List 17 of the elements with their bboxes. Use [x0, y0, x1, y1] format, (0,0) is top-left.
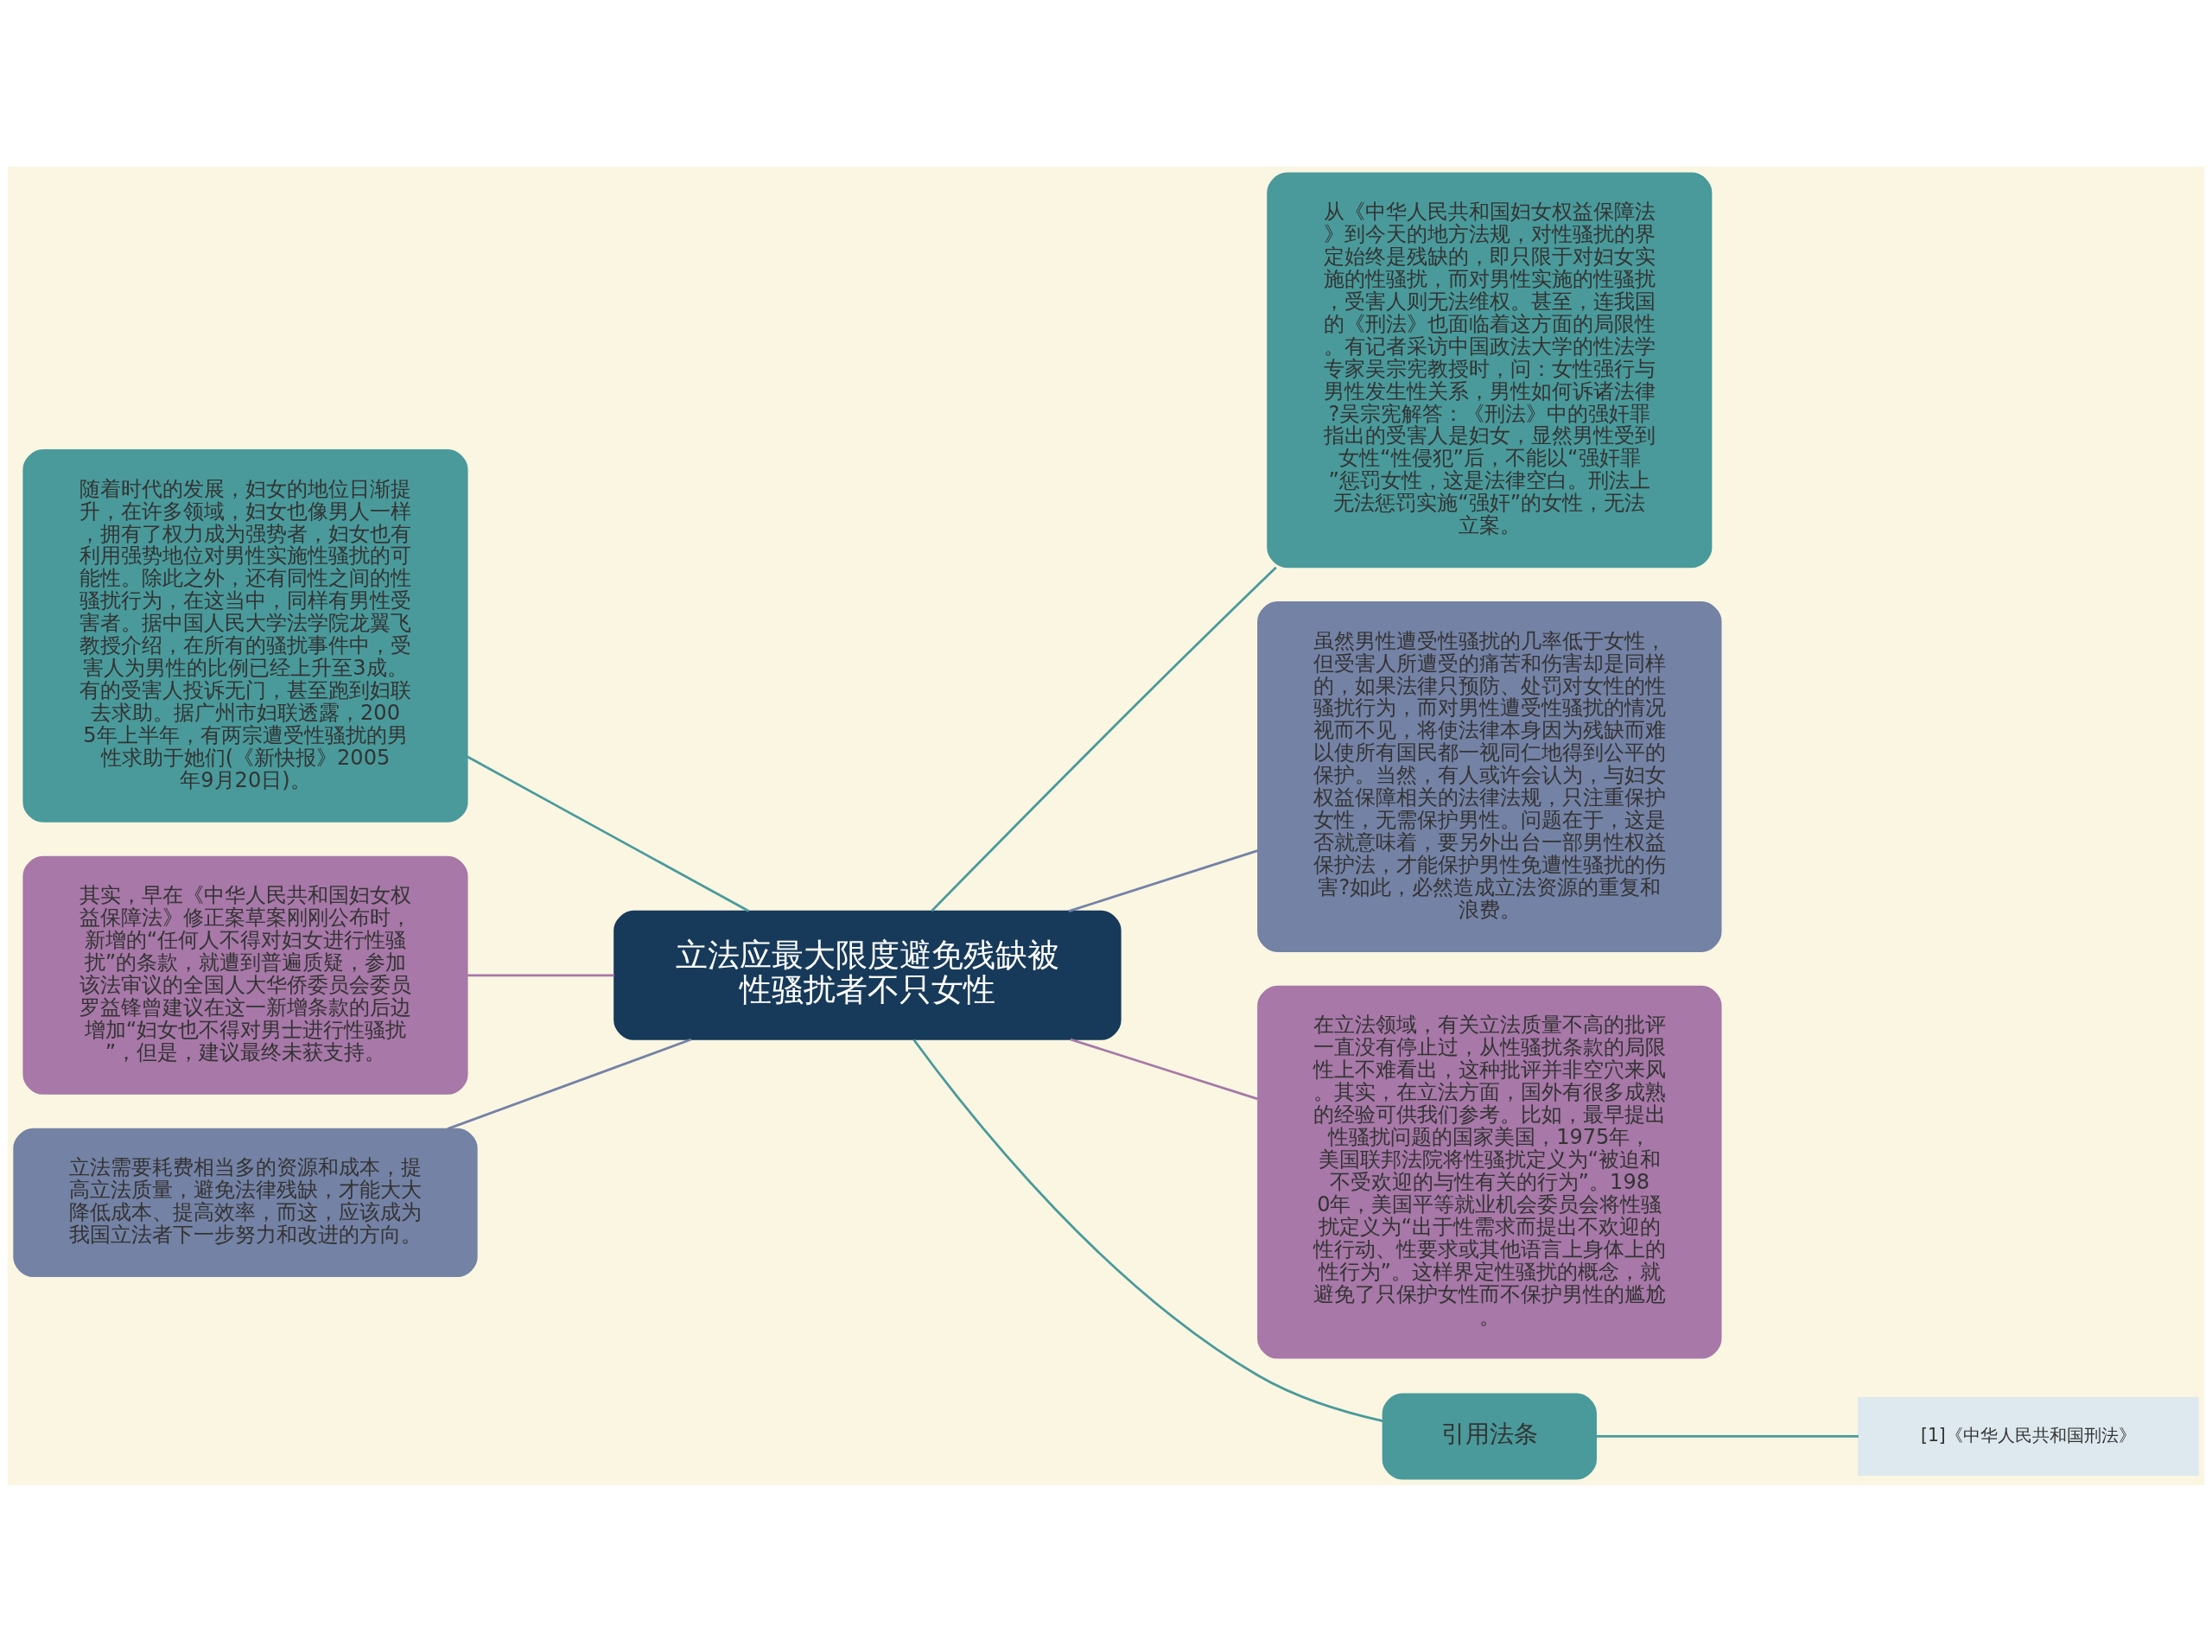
- connector: [447, 1038, 692, 1130]
- node-box: 其实，早在《中华人民共和国妇女权益保障法》修正案草案刚刚公布时，新增的“任何人不得对妇女进行性骚扰”的条款，就遭到普遍质疑，参加该法审议的全国人大华侨委员会委员罗益锋曾建议在这一新增条款的后边增加“妇女也不得对男士进行性骚扰”，但是，建议最终未获支持。: [22, 855, 468, 1095]
- connector: [912, 1039, 1383, 1422]
- node-box: 立法需要耗费相当多的资源和成本，提高立法质量，避免法律残缺，才能大大降低成本、提高效率，而这，应该成为我国立法者下一步努力和改进的方向。: [13, 1128, 478, 1278]
- node-box: [1]《中华人民共和国刑法》: [1858, 1397, 2199, 1476]
- connector: [1596, 1435, 1859, 1438]
- node-box: 立法应最大限度避免残缺被性骚扰者不只女性: [613, 910, 1122, 1040]
- connector: [1068, 849, 1259, 912]
- node-box: 在立法领域，有关立法质量不高的批评一直没有停止过，从性骚扰条款的局限性上不难看出，这种批评并非空穴来风。其实，在立法方面，国外有很多成熟的经验可供我们参考。比如，最早提出性骚扰问题的国家美国，1975年，美国联邦法院将性骚扰定义为“被迫和不受欢迎的与性有关的行为”。1980年，美国平等就业机会委员会将性骚扰定义为“出于性需求而提出不欢迎的性行动、性要求或其他语言上身体上的性行为”。这样界定性骚扰的概念，就避免了只保护女性而不保护男性的尴尬。: [1257, 985, 1722, 1359]
- node-box: 虽然男性遭受性骚扰的几率低于女性，但受害人所遭受的痛苦和伤害却是同样的，如果法律只预防、处罚对女性的性骚扰行为，而对男性遭受性骚扰的情况视而不见，将使法律本身因为残缺而难以使所有国民都一视同仁地得到公平的保护。当然，有人或许会认为，与妇女权益保障相关的法律法规，只注重保护女性，无需保护男性。问题在于，这是否就意味着，要另外出台一部男性权益保护法，才能保护男性免遭性骚扰的伤害?如此，必然造成立法资源的重复和浪费。: [1257, 601, 1722, 952]
- connector: [467, 974, 614, 977]
- node-box: 从《中华人民共和国妇女权益保障法》到今天的地方法规，对性骚扰的界定始终是残缺的，即只限于对妇女实施的性骚扰，而对男性实施的性骚扰，受害人则无法维权。甚至，连我国的《刑法》也面临着这方面的局限性。有记者采访中国政法大学的性法学专家吴宗宪教授时，问：女性强行与男性发生性关系，男性如何诉诸法律?吴宗宪解答：《刑法》中的强奸罪指出的受害人是妇女，显然男性受到女性“性侵犯”后，不能以“强奸罪”惩罚女性，这是法律空白。刑法上无法惩罚实施“强奸”的女性，无法立案。: [1267, 172, 1713, 569]
- node-box: 引用法条: [1382, 1393, 1597, 1480]
- connector: [1070, 1038, 1258, 1101]
- connector: [931, 566, 1277, 912]
- node-box: 随着时代的发展，妇女的地位日渐提升，在许多领域，妇女也像男人一样，拥有了权力成为强势者，妇女也有利用强势地位对男性实施性骚扰的可能性。除此之外，还有同性之间的性骚扰行为，在这当中，同样有男性受害者。据中国人民大学法学院龙翼飞教授介绍，在所有的骚扰事件中，受害人为男性的比例已经上升至3成。有的受害人投诉无门，甚至跑到妇联去求助。据广州市妇联透露，2005年上半年，有两宗遭受性骚扰的男性求助于她们(《新快报》2005年9月20日)。: [22, 449, 468, 823]
- connector: [467, 755, 750, 912]
